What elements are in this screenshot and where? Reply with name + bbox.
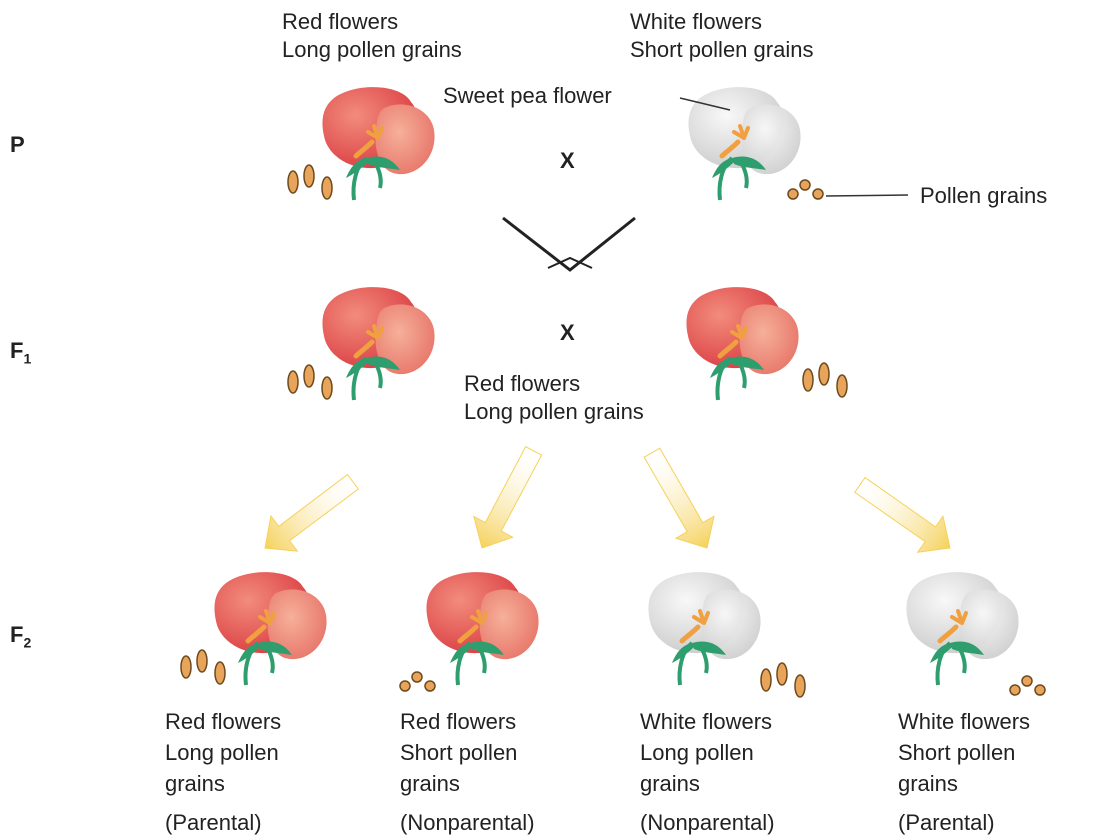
offspring-1-line2: Long pollen: [165, 737, 281, 768]
f2-red-long-flower: [214, 572, 326, 685]
offspring-2-line1: Red flowers: [400, 706, 535, 737]
f1-label-line2: Long pollen grains: [464, 398, 644, 426]
offspring-4-line2: Short pollen: [898, 737, 1030, 768]
offspring-4-line3: grains: [898, 768, 1030, 799]
generation-f2-label: F2: [10, 622, 31, 650]
offspring-4-type: (Parental): [898, 807, 1030, 838]
p-right-label: White flowers Short pollen grains: [630, 8, 813, 64]
f2-red-short-pollen: [400, 672, 435, 691]
offspring-1-type: (Parental): [165, 807, 281, 838]
f2-white-long-flower: [648, 572, 760, 685]
f2-white-long-pollen: [761, 663, 805, 697]
arrow-to-f2-1: [252, 464, 366, 565]
p-left-label: Red flowers Long pollen grains: [282, 8, 462, 64]
offspring-1-line1: Red flowers: [165, 706, 281, 737]
generation-f2-subscript: 2: [23, 634, 31, 650]
generation-p-label: P: [10, 132, 25, 158]
cross-symbol-p: X: [560, 148, 575, 174]
offspring-3-label: White flowers Long pollen grains (Nonpar…: [640, 706, 775, 838]
p-left-label-line1: Red flowers: [282, 8, 462, 36]
offspring-1-label: Red flowers Long pollen grains (Parental…: [165, 706, 281, 838]
f1-left-flower: [322, 287, 434, 400]
pollen-grains-callout: Pollen grains: [920, 182, 1047, 210]
f1-right-long-pollen: [803, 363, 847, 397]
offspring-4-line1: White flowers: [898, 706, 1030, 737]
f2-red-short-flower: [426, 572, 538, 685]
arrow-to-f2-2: [463, 441, 553, 559]
p-right-label-line1: White flowers: [630, 8, 813, 36]
p-red-long-pollen: [288, 165, 332, 199]
f1-right-flower: [686, 287, 798, 400]
p-left-label-line2: Long pollen grains: [282, 36, 462, 64]
p-red-flower: [322, 87, 434, 200]
f1-label: Red flowers Long pollen grains: [464, 370, 644, 426]
pollen-callout-line: [826, 195, 908, 196]
offspring-3-line3: grains: [640, 768, 775, 799]
p-white-short-pollen: [788, 180, 823, 199]
f1-label-line1: Red flowers: [464, 370, 644, 398]
cross-symbol-f1: X: [560, 320, 575, 346]
offspring-3-type: (Nonparental): [640, 807, 775, 838]
offspring-2-type: (Nonparental): [400, 807, 535, 838]
offspring-3-line2: Long pollen: [640, 737, 775, 768]
offspring-3-line1: White flowers: [640, 706, 775, 737]
generation-f1-label: F1: [10, 338, 31, 366]
offspring-2-line2: Short pollen: [400, 737, 535, 768]
f2-white-short-pollen: [1010, 676, 1045, 695]
generation-f2-letter: F: [10, 622, 23, 647]
p-right-label-line2: Short pollen grains: [630, 36, 813, 64]
f2-red-long-pollen: [181, 650, 225, 684]
arrow-to-f2-4: [847, 467, 962, 566]
generation-f1-letter: F: [10, 338, 23, 363]
f2-white-short-flower: [906, 572, 1018, 685]
arrow-to-f2-3: [633, 442, 726, 559]
offspring-2-line3: grains: [400, 768, 535, 799]
offspring-4-label: White flowers Short pollen grains (Paren…: [898, 706, 1030, 838]
f1-left-long-pollen: [288, 365, 332, 399]
offspring-2-label: Red flowers Short pollen grains (Nonpare…: [400, 706, 535, 838]
cross-chevron: [503, 218, 635, 270]
sweet-pea-flower-callout: Sweet pea flower: [443, 82, 612, 110]
offspring-1-line3: grains: [165, 768, 281, 799]
generation-f1-subscript: 1: [23, 350, 31, 366]
